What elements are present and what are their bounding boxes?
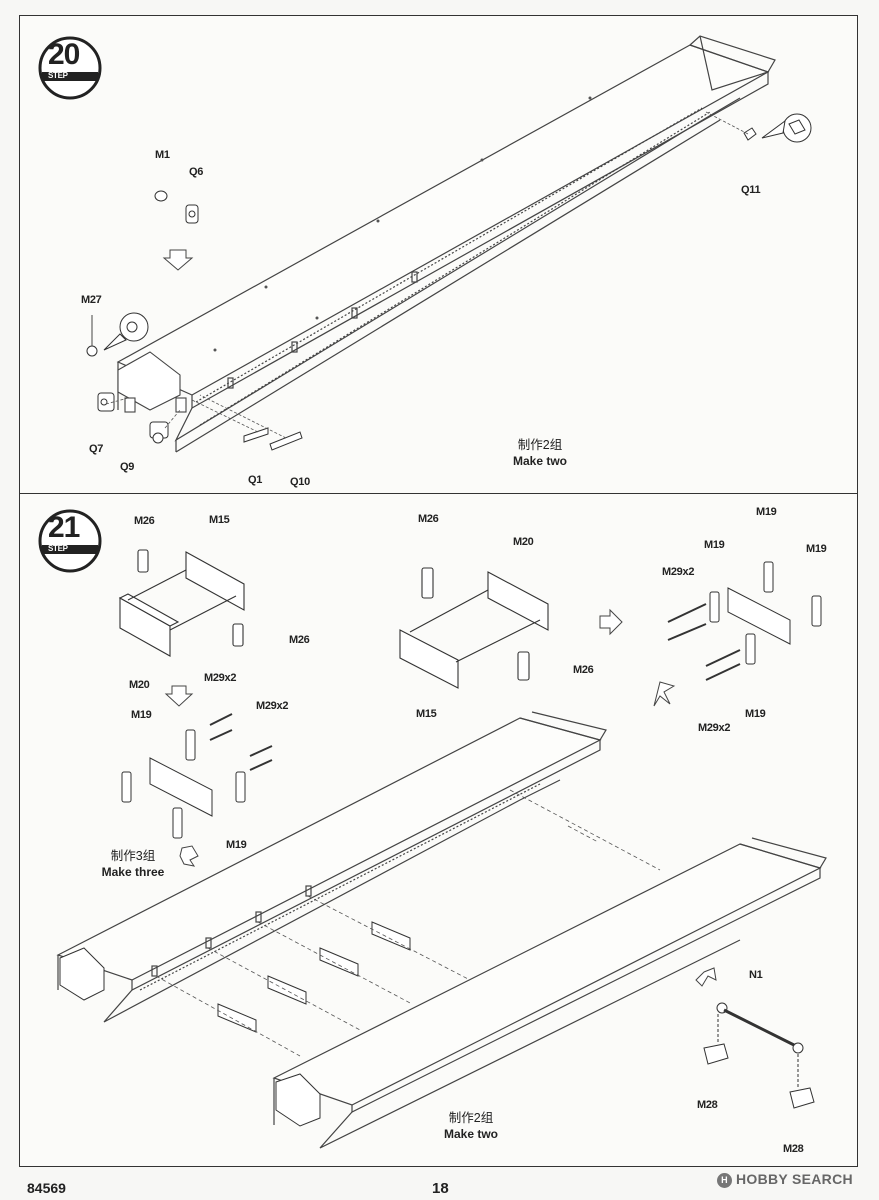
bolster-frame-1 — [118, 549, 245, 657]
step-21-number: 21 — [48, 511, 80, 544]
label-m29x2-d: M29x2 — [256, 700, 289, 712]
flatcar-deck-step21-b — [272, 837, 827, 1149]
bolster-assembled-left — [121, 713, 273, 839]
part-q1-shape — [243, 427, 269, 443]
note-make-two-step20: 制作2组 Make two — [508, 437, 572, 469]
label-m1: M1 — [155, 149, 170, 161]
note-three-en: Make three — [101, 865, 165, 879]
label-m15-a: M15 — [209, 514, 230, 526]
arrow-diagonal-icon-3 — [695, 967, 717, 987]
label-m20-b: M20 — [513, 536, 534, 548]
note-two-cn: 制作2组 — [448, 1111, 494, 1125]
label-m26-d: M26 — [573, 664, 594, 676]
label-m29x2-b: M29x2 — [698, 722, 731, 734]
step-21-word: STEP — [48, 544, 68, 553]
label-m27: M27 — [81, 294, 102, 306]
label-m19-d: M19 — [745, 708, 766, 720]
label-m29x2-a: M29x2 — [662, 566, 695, 578]
note-make-three: 制作3组 Make three — [98, 848, 168, 880]
label-q10: Q10 — [290, 476, 310, 488]
label-q6: Q6 — [189, 166, 204, 178]
watermark: H HOBBY SEARCH — [717, 1171, 853, 1188]
label-m19-e: M19 — [131, 709, 152, 721]
arrow-down-icon — [164, 685, 194, 707]
note-two-en: Make two — [443, 1127, 498, 1141]
label-q7: Q7 — [89, 443, 104, 455]
label-m26-b: M26 — [289, 634, 310, 646]
label-n1: N1 — [749, 969, 763, 981]
note-cn: 制作2组 — [517, 438, 563, 452]
part-m1-shape — [154, 190, 168, 202]
arrows-step21 — [164, 608, 717, 987]
callout-bubble-nut — [103, 312, 149, 351]
part-q6-shape — [185, 204, 199, 224]
label-m20-a: M20 — [129, 679, 150, 691]
bolster-assembled-right — [667, 561, 822, 681]
part-q10-shape — [269, 431, 303, 451]
label-m15-b: M15 — [416, 708, 437, 720]
label-m19-b: M19 — [704, 539, 725, 551]
part-m28-shape-b — [789, 1054, 815, 1109]
label-q11: Q11 — [741, 184, 761, 196]
step-20-badge — [38, 36, 102, 100]
part-q7-shape — [97, 392, 115, 412]
label-m19-f: M19 — [226, 839, 247, 851]
bolster-frame-2 — [399, 567, 549, 689]
end-frame-step21-b — [275, 1073, 321, 1127]
deck-rivets — [213, 96, 592, 352]
part-q9-shape — [149, 421, 169, 444]
step-20-word: STEP — [48, 71, 68, 80]
arrow-diagonal-icon — [653, 681, 676, 707]
label-m26-a: M26 — [134, 515, 155, 527]
end-frame-step21-a — [59, 947, 105, 1001]
arrow-right-icon — [599, 608, 623, 636]
arrow-diagonal-icon-2 — [179, 845, 199, 867]
bolster-row — [217, 921, 411, 1033]
assembly-guidelines-step20 — [105, 111, 749, 439]
assembly-guidelines-step21 — [155, 789, 661, 1057]
label-q9: Q9 — [120, 461, 135, 473]
label-m28-b: M28 — [783, 1143, 804, 1155]
flatcar-deck-step21-a — [56, 711, 607, 1023]
part-n1-shape — [716, 1002, 804, 1054]
note-make-two-step21: 制作2组 Make two — [439, 1110, 503, 1142]
step-21-badge — [38, 509, 102, 573]
step-20-number: 20 — [48, 38, 80, 71]
label-m19-c: M19 — [806, 543, 827, 555]
note-three-cn: 制作3组 — [110, 849, 156, 863]
watermark-text: HOBBY SEARCH — [736, 1171, 853, 1187]
note-en: Make two — [512, 454, 567, 468]
label-m29x2-c: M29x2 — [204, 672, 237, 684]
label-q1: Q1 — [248, 474, 263, 486]
product-code: 84569 — [27, 1180, 66, 1196]
label-m19-a: M19 — [756, 506, 777, 518]
part-m28-shape-a — [703, 1014, 729, 1065]
arrow-down-icon — [162, 249, 194, 271]
label-m28-a: M28 — [697, 1099, 718, 1111]
callout-bubble-q11 — [761, 113, 812, 143]
watermark-logo-icon: H — [717, 1173, 732, 1188]
label-m26-c: M26 — [418, 513, 439, 525]
page-number: 18 — [432, 1180, 449, 1197]
part-q11-shape — [743, 127, 757, 141]
end-frame-step20 — [117, 351, 187, 413]
